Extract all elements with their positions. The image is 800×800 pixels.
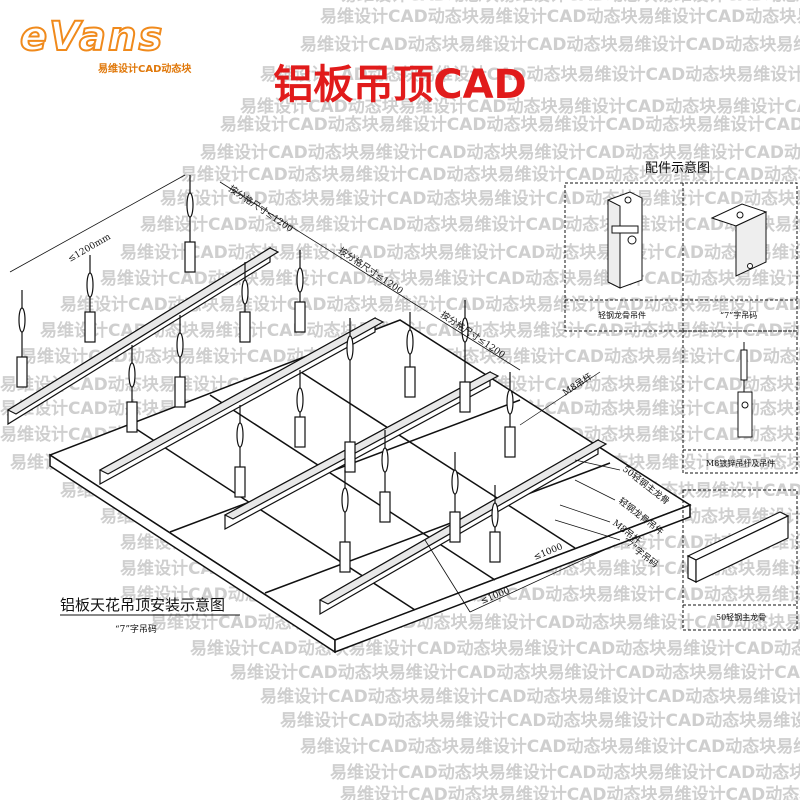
rod-coupler (241, 279, 249, 305)
logo-subtitle: 易维设计CAD动态块 (98, 64, 192, 75)
part-caption-2: “7”字吊码 (720, 310, 757, 320)
rod-coupler (406, 329, 414, 355)
hanger-clip (339, 541, 351, 573)
m8-rod-icon (737, 342, 753, 438)
part-caption-3: M8镀锌吊杆及吊件 (706, 458, 775, 468)
watermark-text: 易维设计CAD动态块易维设计CAD动态块易维设计CAD动态块易维设计CAD动态块… (220, 114, 800, 135)
watermark-text: 易维设计CAD动态块易维设计CAD动态块易维设计CAD动态块易维设计CAD动态块… (260, 64, 800, 85)
main-keels (6, 246, 608, 616)
rod-coupler (176, 332, 184, 358)
watermark-text: 易维设计CAD动态块易维设计CAD动态块易维设计CAD动态块易维设计CAD动态块… (260, 686, 800, 707)
hanger-clip (379, 491, 391, 523)
hanger-clip (459, 381, 471, 413)
diagram-caption: 铝板天花吊顶安装示意图 (60, 596, 225, 614)
rod-coupler (86, 272, 94, 298)
rod-coupler (341, 487, 349, 513)
part-caption-4: 50轻钢主龙骨 (716, 612, 766, 622)
watermark-text: 易维设计CAD动态块易维设计CAD动态块易维设计CAD动态块易维设计CAD动态块… (340, 0, 800, 6)
main-keel-top (223, 371, 500, 520)
hanger-clip (489, 531, 501, 563)
hanger-clip (404, 366, 416, 398)
rod-coupler (491, 502, 499, 528)
hanger-clip (184, 241, 196, 273)
rod-coupler (346, 335, 354, 361)
watermark-text: 易维设计CAD动态块易维设计CAD动态块易维设计CAD动态块易维设计CAD动态块… (300, 34, 800, 55)
hanger-rods (16, 175, 516, 573)
rod-coupler (236, 422, 244, 448)
hanger-clip (174, 376, 186, 408)
dimension-lines (9, 174, 616, 613)
rod-coupler (296, 387, 304, 413)
hanger-clip (504, 426, 516, 458)
watermark-text: 易维设计CAD动态块易维设计CAD动态块易维设计CAD动态块易维设计CAD动态块… (340, 784, 800, 800)
main-keel-top (6, 247, 280, 415)
parts-boxes (564, 182, 798, 631)
evans-logo: eVans 易维设计CAD动态块 (18, 10, 218, 80)
hanger-clip (344, 441, 356, 473)
seven-clip-icon (710, 203, 768, 277)
watermark-text: 易维设计CAD动态块易维设计CAD动态块易维设计CAD动态块易维设计CAD动态块… (280, 710, 800, 731)
hanger-clip (234, 466, 246, 498)
watermark-text: 易维设计CAD动态块易维设计CAD动态块易维设计CAD动态块易维设计CAD动态块… (40, 320, 800, 341)
rod-coupler (461, 317, 469, 343)
watermark-text: 易维设计CAD动态块易维设计CAD动态块易维设计CAD动态块易维设计CAD动态块… (200, 142, 800, 163)
watermark-text: 易维设计CAD动态块易维设计CAD动态块易维设计CAD动态块易维设计CAD动态块… (230, 662, 800, 683)
watermark-text: 易维设计CAD动态块易维设计CAD动态块易维设计CAD动态块易维设计CAD动态块… (330, 762, 800, 783)
ceiling-frame (48, 319, 692, 654)
hanger-clip (449, 511, 461, 543)
rod-coupler (451, 469, 459, 495)
parts-heading: 配件示意图 (645, 160, 710, 176)
hanger-clip (294, 301, 306, 333)
callout-leaders (519, 371, 621, 541)
bottom-clip-label: “7”字吊码 (115, 623, 157, 635)
rod-coupler (296, 267, 304, 293)
logo-word: eVans (19, 13, 165, 61)
rod-coupler (186, 192, 194, 218)
main-keel-top (318, 439, 608, 605)
page-title: 铝板吊顶CAD (273, 62, 527, 108)
rod-coupler (381, 447, 389, 473)
hanger-clip (239, 311, 251, 343)
main-keel-icon (686, 511, 790, 583)
hanger-clip (126, 401, 138, 433)
main-keel-top (98, 317, 385, 475)
watermark-text: 易维设计CAD动态块易维设计CAD动态块易维设计CAD动态块易维设计CAD动态块… (240, 96, 800, 117)
hanger-clip (84, 311, 96, 343)
watermark-text: 易维设计CAD动态块易维设计CAD动态块易维设计CAD动态块易维设计CAD动态块… (180, 164, 800, 185)
hanger-clip (294, 416, 306, 448)
part-caption-1: 轻钢龙骨吊件 (598, 310, 646, 320)
hanger-clip (16, 356, 28, 388)
keel-hanger-icon (607, 191, 643, 289)
rod-coupler (18, 307, 26, 333)
rod-coupler (128, 362, 136, 388)
rod-coupler (506, 389, 514, 415)
watermark-text: 易维设计CAD动态块易维设计CAD动态块易维设计CAD动态块易维设计CAD动态块… (320, 6, 800, 27)
watermark-text: 易维设计CAD动态块易维设计CAD动态块易维设计CAD动态块易维设计CAD动态块… (300, 736, 800, 757)
